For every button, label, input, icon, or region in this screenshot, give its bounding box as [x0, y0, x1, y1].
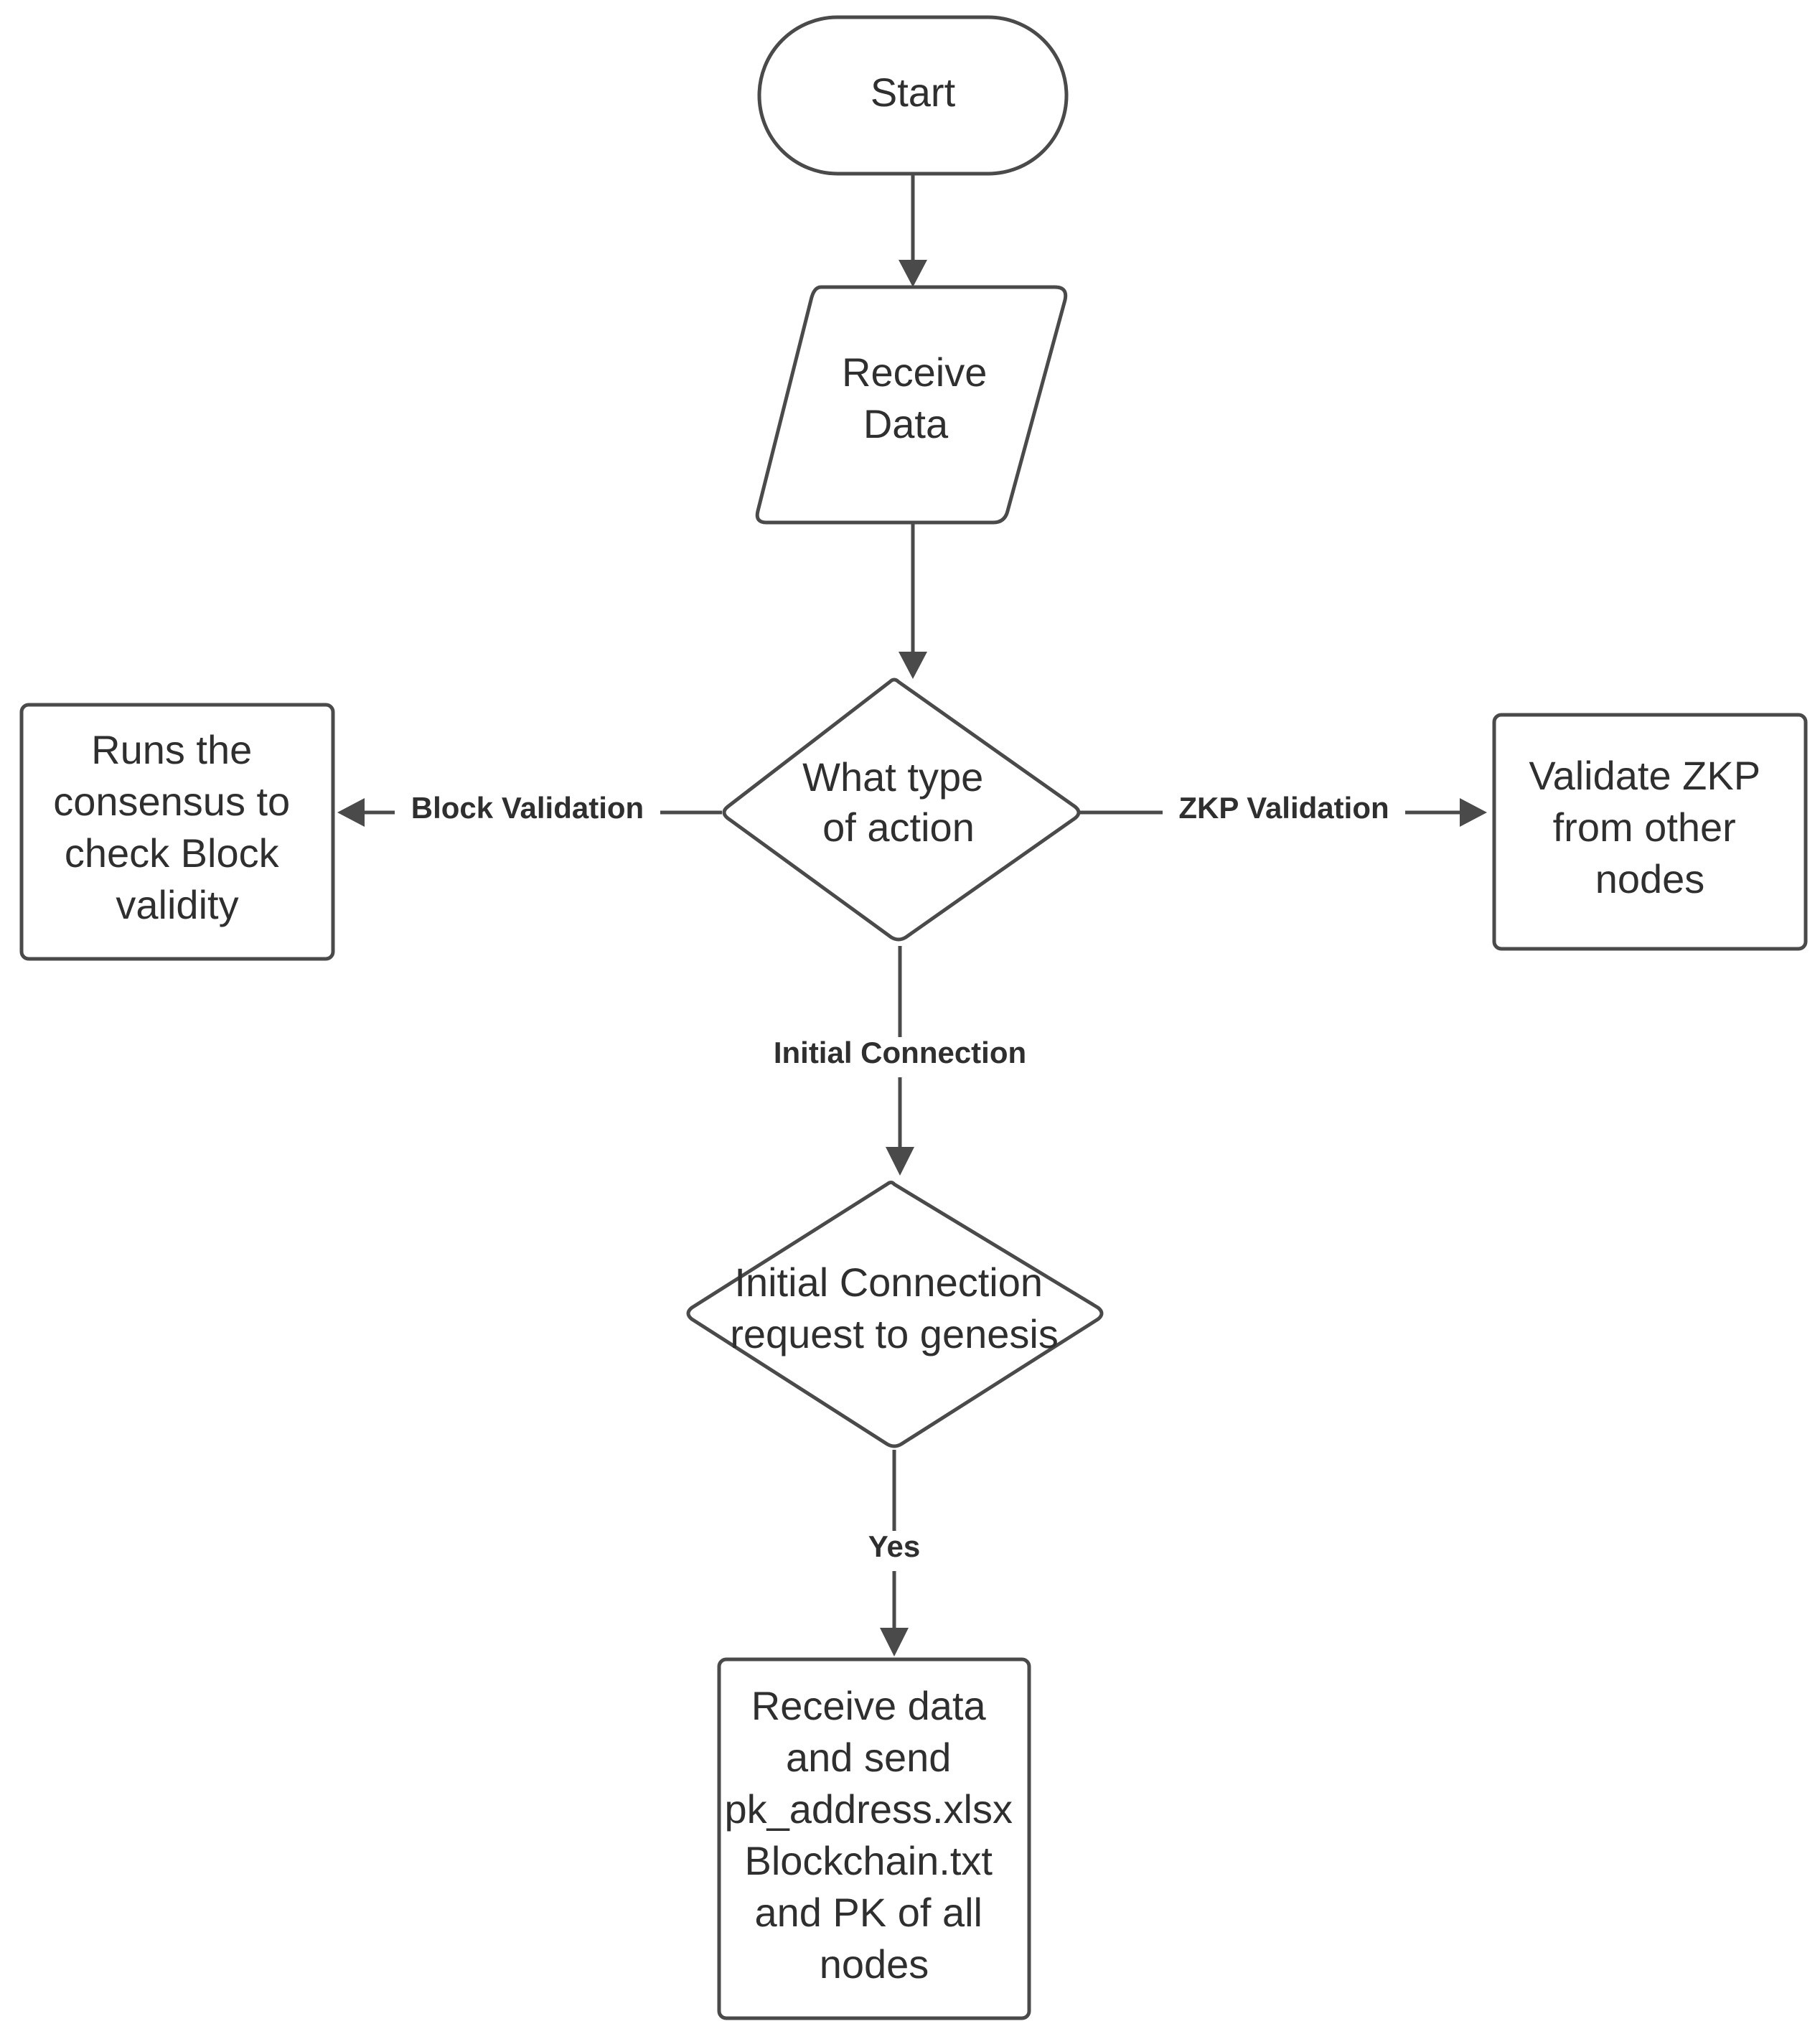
action-type-line-2: of action [822, 805, 975, 850]
send-files-process: Receive data and send pk_address.xlsx Bl… [717, 1657, 1031, 2020]
send-files-line-4: Blockchain.txt [744, 1838, 993, 1883]
send-files-line-1: Receive data [751, 1683, 987, 1728]
edge-block-validation: Block Validation [337, 791, 722, 833]
genesis-request-line-2: request to genesis [730, 1311, 1059, 1356]
edge-start-to-receive [899, 174, 927, 287]
start-terminator: Start [757, 15, 1069, 176]
block-validity-line-4: validity [116, 882, 238, 927]
edge-yes: Yes [854, 1450, 934, 1656]
edge-initial-connection: Initial Connection [754, 946, 1046, 1176]
action-type-line-1: What type [802, 754, 983, 800]
send-files-line-6: nodes [820, 1941, 929, 1987]
block-validity-line-3: check Block [65, 830, 280, 876]
svg-text:Validate ZKP from other: Validate ZKP from other nodes [1529, 753, 1770, 901]
genesis-request-decision: Initial Connection request to genesis [686, 1181, 1104, 1448]
validate-zkp-line-1: Validate ZKP [1529, 753, 1760, 798]
edge-label-block-validation: Block Validation [411, 791, 644, 825]
send-files-line-3: pk_address.xlsx [724, 1786, 1013, 1832]
validate-zkp-line-2: from other [1553, 805, 1736, 850]
start-label: Start [871, 70, 956, 115]
genesis-request-line-1: Initial Connection [734, 1260, 1043, 1305]
action-type-decision: What type of action [722, 678, 1081, 942]
svg-text:What type of action: What type of action [802, 754, 995, 850]
edge-zkp-validation: ZKP Validation [1078, 791, 1487, 833]
edge-receive-to-action [899, 522, 927, 679]
send-files-line-5: and PK of all [754, 1890, 982, 1935]
edge-label-initial-connection: Initial Connection [774, 1036, 1026, 1069]
validate-zkp-line-3: nodes [1595, 856, 1705, 901]
svg-text:Initial Connection reque: Initial Connection request to genesis [730, 1260, 1059, 1356]
block-validity-line-1: Runs the [91, 727, 252, 772]
svg-text:Start: Start [871, 70, 956, 115]
send-files-line-2: and send [786, 1735, 951, 1780]
svg-text:Receive data and send: Receive data and send pk_address.xlsx Bl… [724, 1683, 1023, 1987]
block-validity-line-2: consensus to [53, 779, 290, 824]
edge-label-yes: Yes [868, 1529, 920, 1563]
svg-text:Receive Data: Receive Data [842, 350, 998, 446]
edge-label-zkp-validation: ZKP Validation [1178, 791, 1389, 825]
receive-data-line-1: Receive [842, 350, 987, 395]
receive-data-line-2: Data [863, 401, 949, 446]
svg-text:Runs the consensus to: Runs the consensus to check Block validi… [53, 727, 301, 927]
receive-data-input: Receive Data [755, 285, 1068, 525]
block-validity-process: Runs the consensus to check Block validi… [19, 703, 335, 961]
validate-zkp-process: Validate ZKP from other nodes [1492, 713, 1808, 951]
